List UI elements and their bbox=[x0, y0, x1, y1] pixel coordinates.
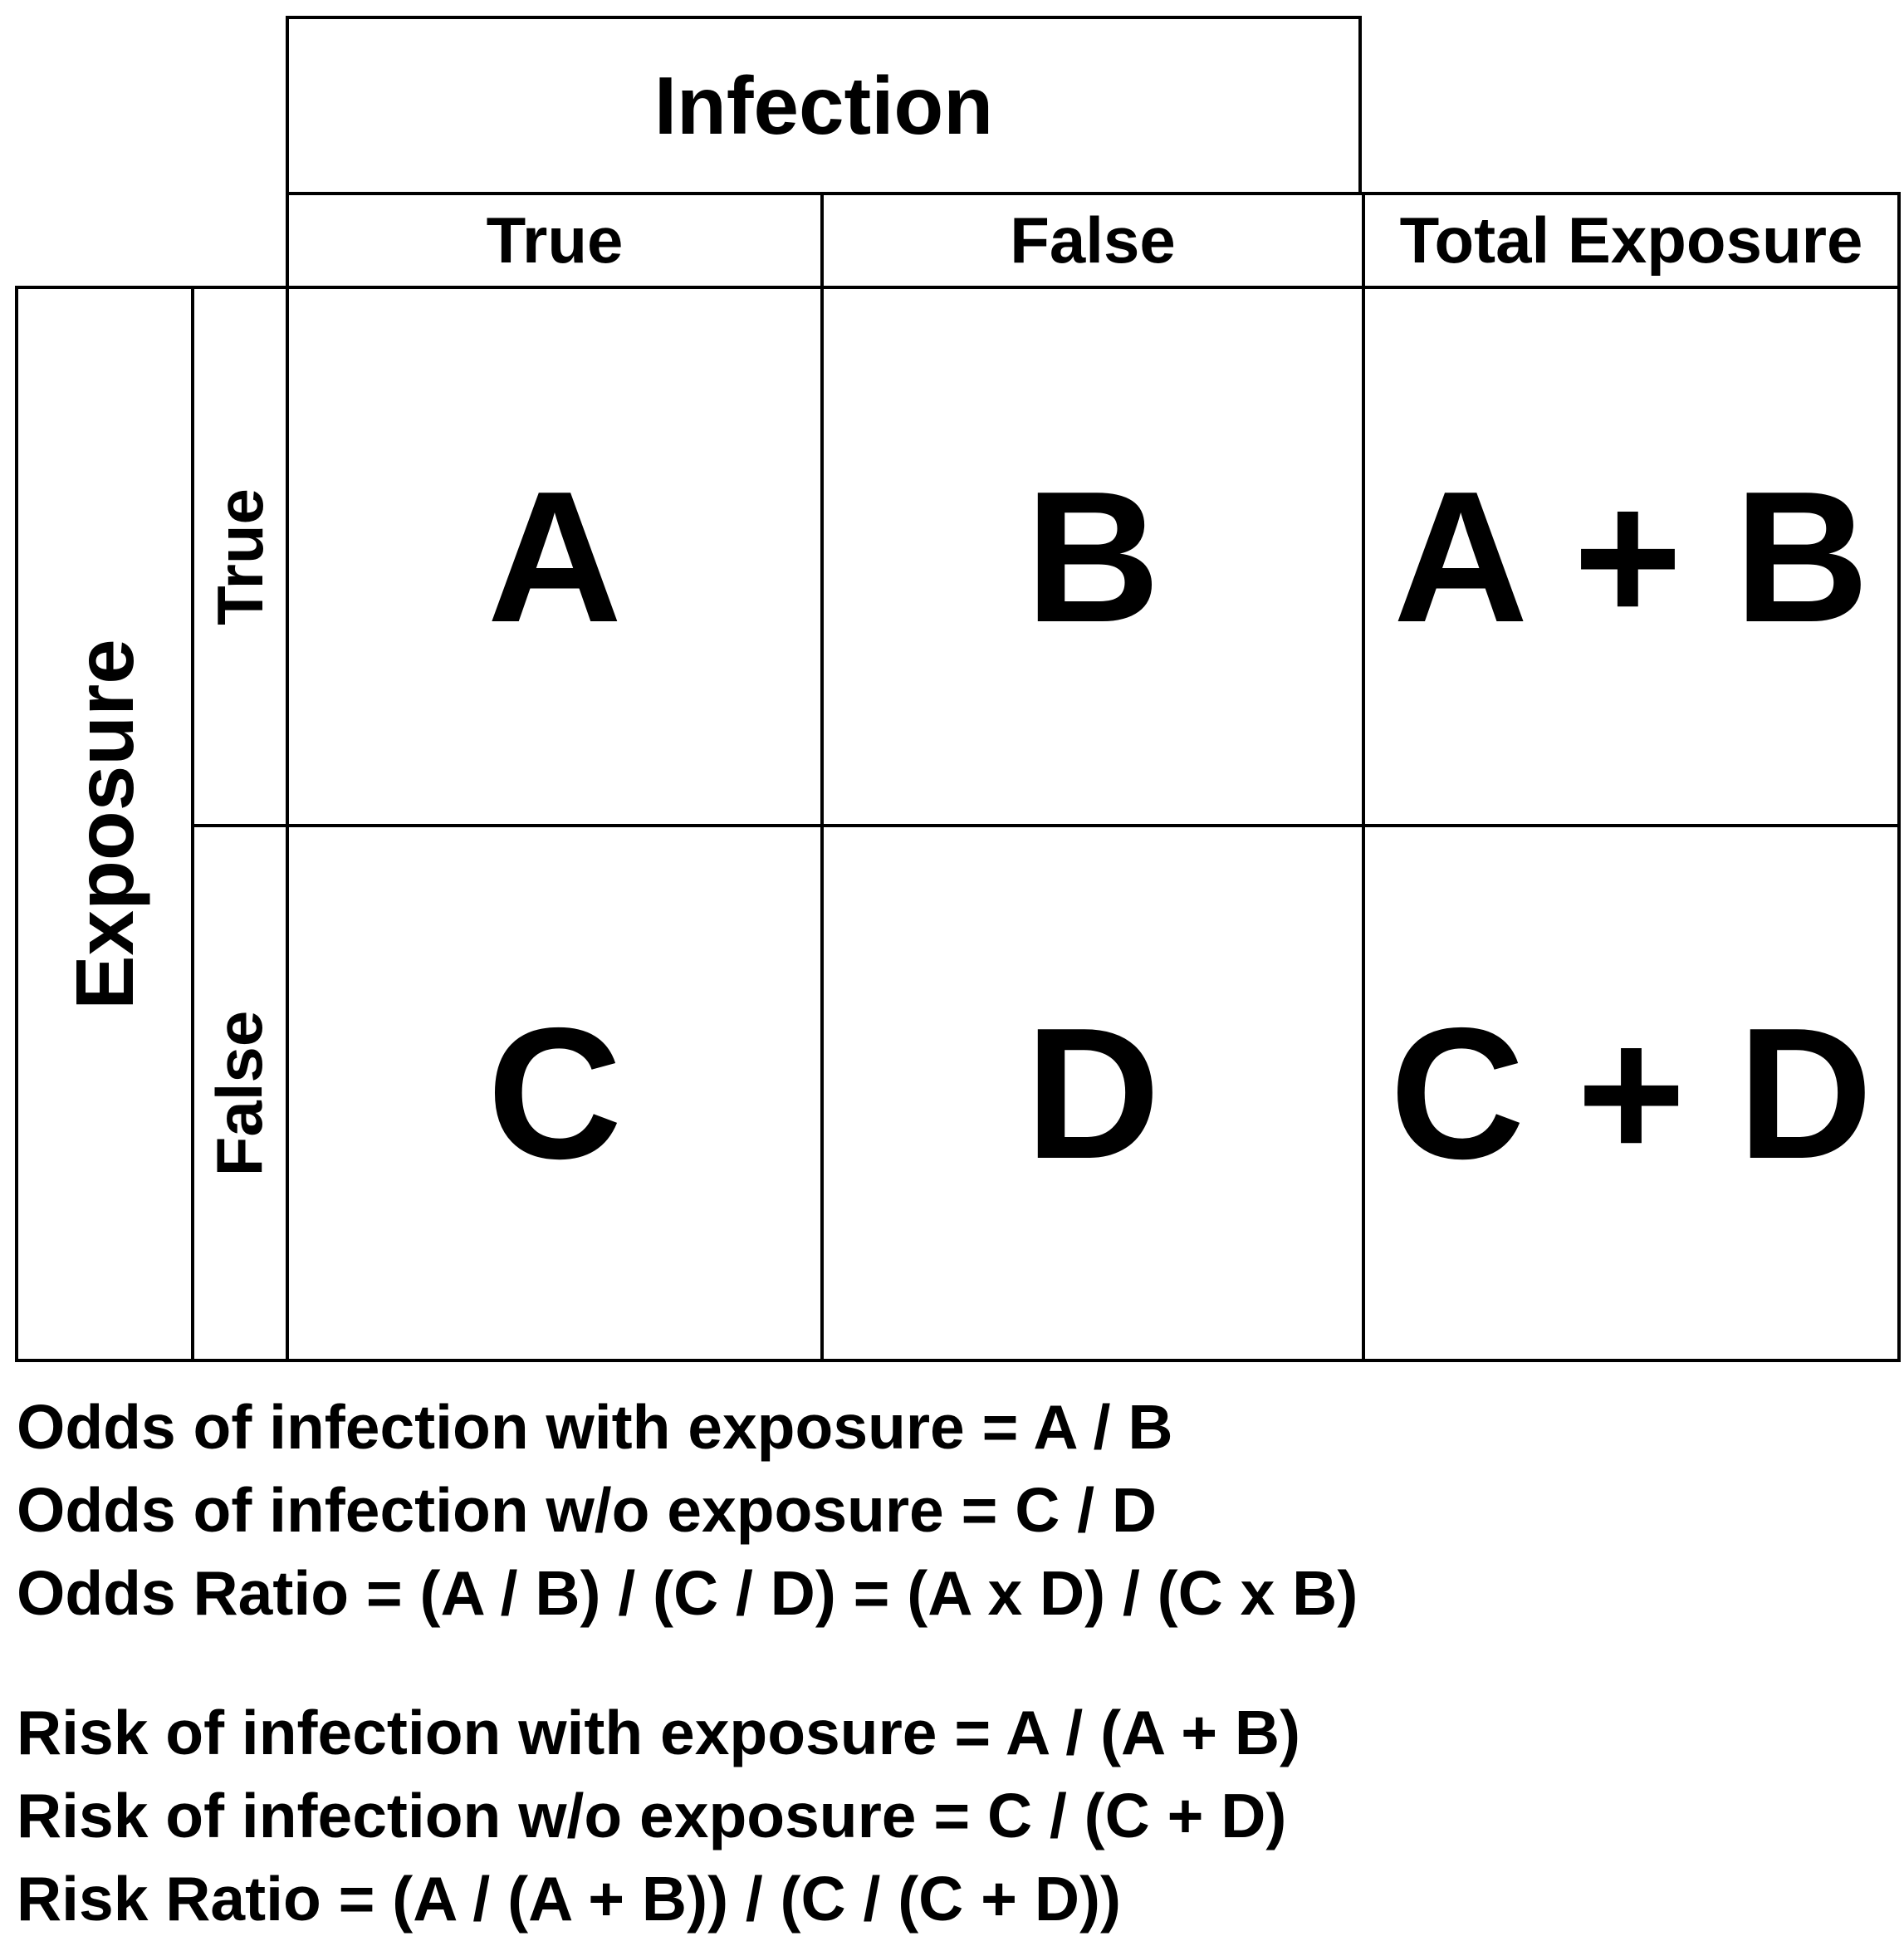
col-header-total-exposure-label: Total Exposure bbox=[1399, 203, 1863, 277]
exposure-header-label: Exposure bbox=[58, 638, 150, 1010]
col-header-false: False bbox=[820, 192, 1365, 289]
formula-spacer bbox=[17, 1635, 1893, 1691]
risk-ratio-formula: Risk Ratio = (A / (A + B)) / (C / (C + D… bbox=[17, 1864, 1121, 1934]
col-header-true: True bbox=[286, 192, 824, 289]
col-header-false-label: False bbox=[1010, 203, 1176, 277]
row-header-true-label: True bbox=[203, 488, 277, 625]
row-header-true: True bbox=[191, 286, 289, 827]
exposure-header: Exposure bbox=[15, 286, 194, 1362]
cell-c-plus-d-label: C + D bbox=[1389, 988, 1873, 1198]
infection-header: Infection bbox=[286, 16, 1362, 195]
odds-ratio-formula: Odds Ratio = (A / B) / (C / D) = (A x D)… bbox=[17, 1558, 1358, 1628]
cell-b: B bbox=[820, 286, 1365, 827]
cell-a-plus-b: A + B bbox=[1362, 286, 1901, 827]
cell-a: A bbox=[286, 286, 824, 827]
odds-with-exposure-formula: Odds of infection with exposure = A / B bbox=[17, 1392, 1173, 1462]
row-header-false-label: False bbox=[203, 1010, 277, 1176]
col-header-total-exposure: Total Exposure bbox=[1362, 192, 1901, 289]
row-header-false: False bbox=[191, 824, 289, 1362]
infection-header-label: Infection bbox=[653, 59, 994, 151]
formulas: Odds of infection with exposure = A / B … bbox=[17, 1385, 1893, 1940]
cell-c-plus-d: C + D bbox=[1362, 824, 1901, 1362]
cell-b-label: B bbox=[1025, 451, 1161, 661]
cell-c-label: C bbox=[487, 988, 623, 1198]
cell-d-label: D bbox=[1025, 988, 1161, 1198]
cell-d: D bbox=[820, 824, 1365, 1362]
cell-a-plus-b-label: A + B bbox=[1393, 451, 1870, 661]
col-header-true-label: True bbox=[486, 203, 624, 277]
risk-with-exposure-formula: Risk of infection with exposure = A / (A… bbox=[17, 1698, 1301, 1767]
cell-a-label: A bbox=[487, 451, 623, 661]
risk-without-exposure-formula: Risk of infection w/o exposure = C / (C … bbox=[17, 1781, 1287, 1850]
cell-c: C bbox=[286, 824, 824, 1362]
odds-without-exposure-formula: Odds of infection w/o exposure = C / D bbox=[17, 1475, 1158, 1545]
